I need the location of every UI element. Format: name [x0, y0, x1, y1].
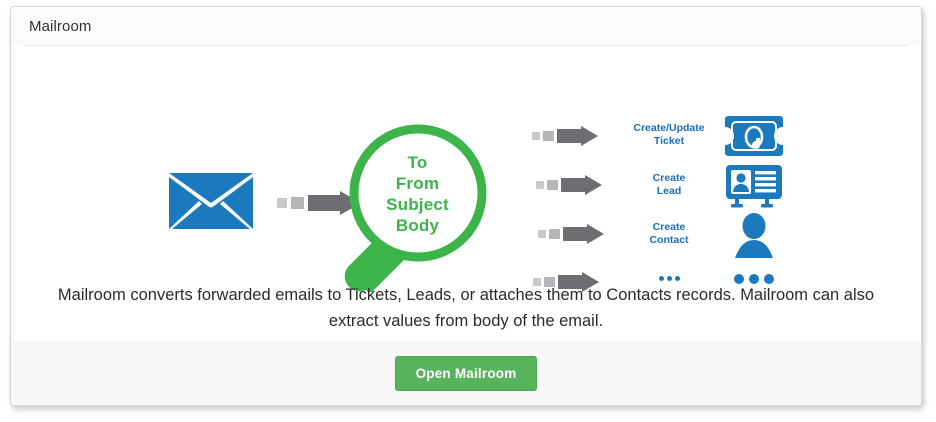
magnifier-field-from: From	[395, 174, 440, 193]
ellipsis-icon-label	[614, 272, 724, 284]
mailroom-panel: Mailroom	[10, 6, 922, 406]
mailroom-flow-diagram: To From Subject Body	[11, 46, 921, 294]
dashed-arrow-icon-other	[533, 272, 599, 292]
output-label-ticket: Create/Update Ticket	[614, 122, 724, 147]
panel-footer: Open Mailroom	[11, 341, 921, 405]
output-label-other	[614, 272, 724, 284]
output-label-contact-line2: Contact	[649, 233, 689, 246]
dashed-arrow-icon-lead	[536, 175, 602, 195]
id-badge-icon	[711, 162, 797, 210]
magnifier-field-to: To	[407, 153, 428, 172]
dashed-arrow-icon-contact	[538, 224, 604, 244]
output-label-contact-line1: Create	[652, 221, 686, 233]
output-label-lead-line2: Lead	[656, 184, 682, 197]
panel-header: Mailroom	[11, 7, 921, 45]
page-title: Mailroom	[29, 17, 92, 35]
ellipsis-icon	[711, 270, 797, 288]
magnifier-field-subject: Subject	[386, 195, 449, 214]
envelope-icon	[169, 173, 253, 229]
output-label-lead-line1: Create	[652, 172, 686, 184]
dashed-arrow-icon-ticket	[532, 126, 598, 146]
ticket-headset-icon	[711, 111, 797, 161]
output-label-ticket-line2: Ticket	[653, 134, 685, 147]
dashed-arrow-icon	[277, 191, 361, 215]
person-icon	[711, 212, 797, 260]
open-mailroom-button[interactable]: Open Mailroom	[394, 355, 538, 391]
header-divider	[25, 45, 907, 46]
magnifier-field-list: To From Subject Body	[344, 152, 491, 236]
magnifier-field-body: Body	[395, 216, 440, 235]
output-label-lead: Create Lead	[614, 172, 724, 197]
output-label-ticket-line1: Create/Update	[633, 122, 705, 134]
magnifying-glass-icon: To From Subject Body	[344, 122, 524, 294]
output-label-contact: Create Contact	[614, 221, 724, 246]
panel-body: To From Subject Body	[11, 46, 921, 342]
description-text: Mailroom converts forwarded emails to Ti…	[57, 286, 875, 330]
